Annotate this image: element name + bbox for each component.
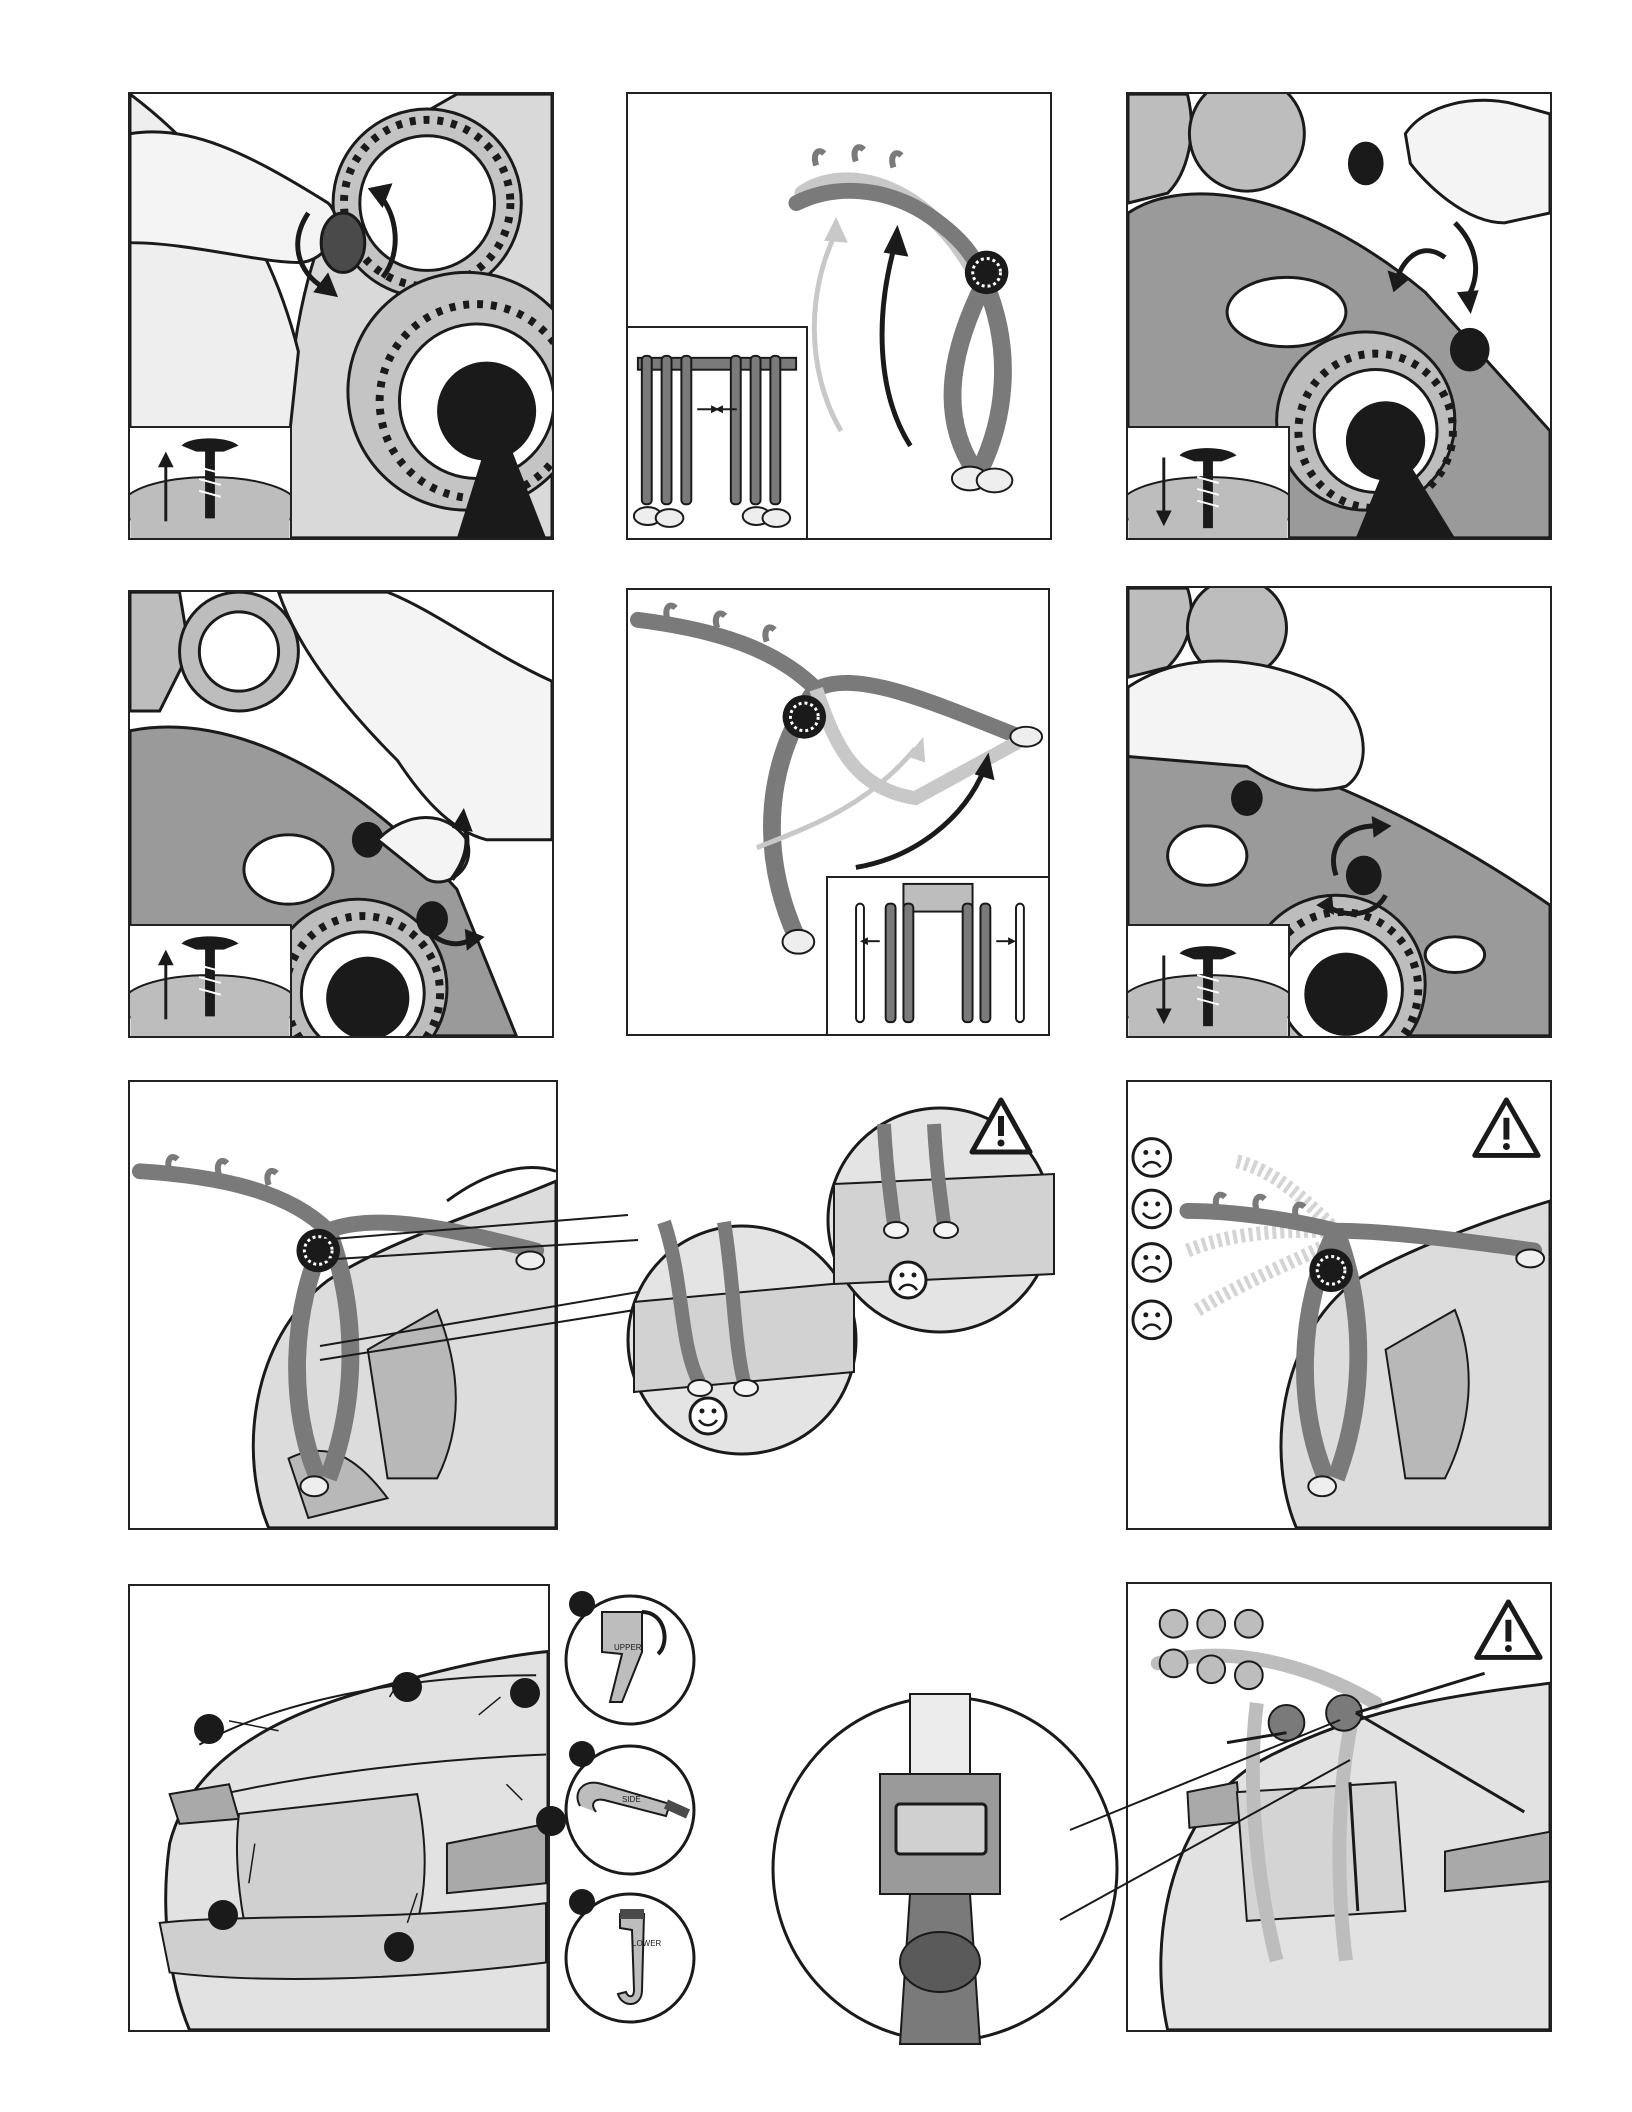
panel-strap-attachment-points [128, 1584, 550, 2032]
hook-lower-detail: LOWER [562, 1890, 698, 2026]
warning-triangle-icon [968, 1096, 1034, 1156]
panel-angle-adjust [1126, 1080, 1552, 1530]
smiley-sad-icon [1133, 1301, 1171, 1339]
inset-knob-down-2 [1128, 924, 1290, 1036]
smiley-happy-icon [1133, 1190, 1171, 1228]
inset-knob-up-2 [130, 924, 292, 1036]
panel-spread-feet [626, 588, 1050, 1036]
smiley-sad-icon [890, 1262, 926, 1298]
panel-loosen-right-knob [128, 590, 554, 1038]
knob-down-diagram-2 [1128, 926, 1288, 1036]
inset-arms-together [628, 326, 808, 538]
feet-apart-diagram [828, 878, 1048, 1034]
smiley-sad-icon [1133, 1139, 1171, 1177]
smiley-sad-icon [1133, 1244, 1171, 1282]
smiley-happy-icon [690, 1398, 726, 1434]
panel-tighten-left-knob [1126, 92, 1552, 540]
attachment-point-3 [510, 1678, 540, 1708]
inset-knob-down [1128, 426, 1290, 538]
attachment-point-2 [392, 1672, 422, 1702]
rack-angle-illustration [1128, 1082, 1550, 1528]
hook-side-detail: SIDE [562, 1742, 698, 1878]
attachment-point-1 [194, 1714, 224, 1744]
panel-fold-rack-arms [626, 92, 1052, 540]
warning-triangle-icon [1477, 1602, 1540, 1657]
hook-upper-label: UPPER [614, 1643, 642, 1652]
panel-tighten-right-knob [1126, 586, 1552, 1038]
attachment-point-5 [208, 1900, 238, 1930]
attachment-point-6 [384, 1932, 414, 1962]
hook-upper-detail: UPPER [562, 1592, 698, 1728]
car-rear-illustration [130, 1586, 548, 2030]
hook-side-label: SIDE [622, 1795, 641, 1804]
callout-lines [320, 1240, 660, 1540]
buckle-callout-lines [1050, 1710, 1350, 1930]
arms-together-diagram [628, 328, 806, 538]
warning-triangle-icon [1475, 1100, 1538, 1155]
hook-lower-label: LOWER [632, 1939, 662, 1948]
inset-knob-up [130, 426, 292, 538]
inset-feet-apart [826, 876, 1048, 1034]
knob-up-diagram [130, 428, 290, 538]
panel-loosen-left-knob [128, 92, 554, 540]
knob-down-diagram [1128, 428, 1288, 538]
knob-up-diagram-2 [130, 926, 290, 1036]
